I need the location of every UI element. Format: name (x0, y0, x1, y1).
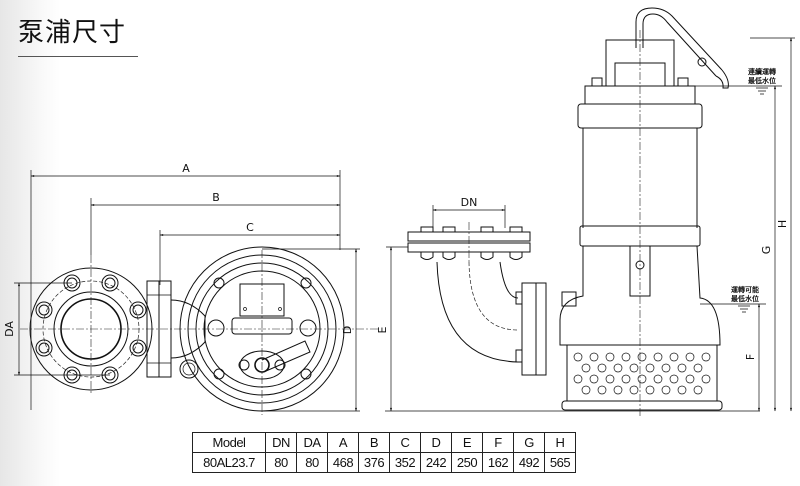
dim-label-G: G (760, 246, 773, 255)
water-level-operable-label-2: 最低水位 (731, 294, 759, 303)
dimension-G: G (760, 85, 777, 412)
dimension-C: C (159, 221, 341, 237)
cell-f: 162 (482, 452, 514, 473)
plan-view: A B C DA (3, 162, 380, 415)
header-a: A (327, 432, 359, 453)
cell-a: 468 (327, 452, 359, 473)
dim-label-B: B (212, 191, 220, 204)
header-c: C (389, 432, 421, 453)
water-level-continuous-label-2: 最低水位 (748, 76, 776, 85)
header-b: B (358, 432, 390, 453)
header-dn: DN (265, 432, 297, 453)
dimension-F: F (744, 303, 761, 412)
dim-label-D: D (341, 326, 354, 334)
elevation-view: E DN (376, 7, 795, 418)
header-d: D (420, 432, 452, 453)
pump-casing-plan (179, 246, 345, 415)
header-da: DA (296, 432, 328, 453)
dim-label-F: F (744, 354, 757, 360)
dimension-A: A (30, 162, 341, 178)
header-e: E (451, 432, 483, 453)
dimension-DA: DA (3, 282, 110, 376)
water-level-continuous: 連續運轉 最低水位 (674, 67, 782, 95)
cell-g: 492 (513, 452, 545, 473)
cell-da: 80 (296, 452, 328, 473)
discharge-elbow (407, 222, 547, 376)
table-header-row: Model DN DA A B C D E F G H (192, 432, 576, 453)
page-title: 泵浦尺寸 (18, 18, 127, 48)
table-row: 80AL23.7 80 80 468 376 352 242 250 162 4… (192, 452, 576, 473)
cell-b: 376 (358, 452, 390, 473)
title-underline (18, 56, 138, 57)
cell-model: 80AL23.7 (192, 452, 266, 473)
dim-label-H: H (776, 220, 789, 228)
header-model: Model (192, 432, 266, 453)
discharge-flange-plan (20, 255, 380, 395)
dimension-E: E (376, 246, 408, 412)
cell-c: 352 (389, 452, 421, 473)
side-flange-plan (146, 280, 206, 379)
water-level-operable: 運轉可能 最低水位 (700, 285, 766, 313)
dimension-DN: DN (432, 196, 506, 228)
dim-label-DN: DN (461, 196, 478, 209)
cell-dn: 80 (265, 452, 297, 473)
dim-label-A: A (182, 162, 190, 175)
header-g: G (513, 432, 545, 453)
dimension-table: Model DN DA A B C D E F G H 80AL23.7 80 … (192, 432, 576, 473)
cell-d: 242 (420, 452, 452, 473)
header-h: H (544, 432, 576, 453)
dim-label-E: E (376, 326, 389, 333)
dim-label-DA: DA (3, 321, 16, 337)
cell-e: 250 (451, 452, 483, 473)
header-f: F (482, 432, 514, 453)
water-level-operable-label-1: 運轉可能 (731, 285, 759, 294)
cell-h: 565 (544, 452, 576, 473)
dimension-H: H (750, 37, 795, 412)
dim-label-C: C (246, 221, 254, 234)
dimension-D: D (262, 248, 360, 412)
dimension-B: B (90, 191, 341, 207)
water-level-continuous-label-1: 連續運轉 (748, 67, 776, 76)
strainer-holes (573, 352, 711, 395)
pump-body-elevation (559, 7, 729, 418)
